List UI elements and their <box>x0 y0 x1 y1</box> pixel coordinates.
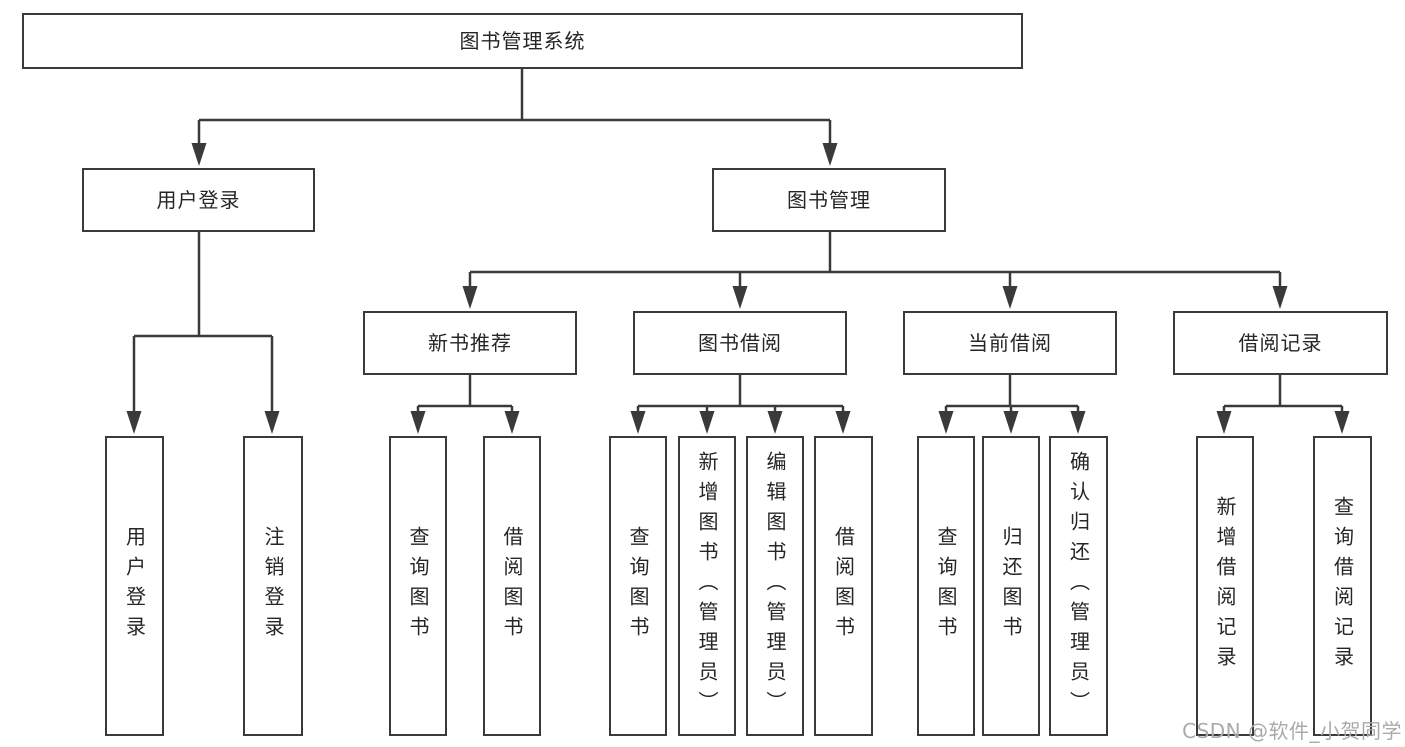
node-label: 用户登录 <box>156 188 241 212</box>
arrowheads <box>126 143 1350 434</box>
leaf-record-query-borrow-record: 查询借阅记录 <box>1313 436 1372 736</box>
leaf-recommend-query-books: 查询图书 <box>389 436 447 736</box>
leaf-user-login: 用户登录 <box>105 436 164 736</box>
leaf-label: 查询图书 <box>406 526 430 646</box>
leaf-logout-login: 注销登录 <box>243 436 303 736</box>
leaf-label: 查询图书 <box>934 526 958 646</box>
leaf-label: 查询借阅记录 <box>1330 496 1355 676</box>
leaf-borrow-borrow-books: 借阅图书 <box>814 436 873 736</box>
node-label: 借阅记录 <box>1238 331 1323 355</box>
node-label: 图书借阅 <box>698 331 782 355</box>
node-book-management: 图书管理 <box>712 168 946 232</box>
node-label: 当前借阅 <box>968 331 1052 355</box>
leaf-current-confirm-return-admin: 确认归还（管理员） <box>1049 436 1108 736</box>
leaf-record-add-borrow-record: 新增借阅记录 <box>1196 436 1254 736</box>
node-new-book-recommend: 新书推荐 <box>363 311 577 375</box>
leaf-label: 归还图书 <box>999 526 1023 646</box>
leaf-label: 借阅图书 <box>500 526 524 646</box>
leaf-label: 新增图书（管理员） <box>695 451 719 721</box>
leaf-borrow-add-books-admin: 新增图书（管理员） <box>678 436 736 736</box>
node-label: 新书推荐 <box>428 331 512 355</box>
leaf-label: 编辑图书（管理员） <box>763 451 787 721</box>
node-user-login: 用户登录 <box>82 168 315 232</box>
leaf-label: 确认归还（管理员） <box>1066 451 1091 721</box>
leaf-borrow-query-books: 查询图书 <box>609 436 667 736</box>
node-label: 图书管理系统 <box>459 29 586 53</box>
leaf-label: 注销登录 <box>261 526 285 646</box>
csdn-watermark: CSDN @软件_小贺同学 <box>1182 719 1402 743</box>
leaf-recommend-borrow-books: 借阅图书 <box>483 436 541 736</box>
leaf-label: 借阅图书 <box>831 526 856 646</box>
leaf-current-query-books: 查询图书 <box>917 436 975 736</box>
node-current-borrow: 当前借阅 <box>903 311 1117 375</box>
leaf-borrow-edit-books-admin: 编辑图书（管理员） <box>746 436 804 736</box>
leaf-label: 查询图书 <box>626 526 650 646</box>
node-library-management-system: 图书管理系统 <box>22 13 1023 69</box>
node-book-borrow: 图书借阅 <box>633 311 847 375</box>
leaf-label: 新增借阅记录 <box>1213 496 1237 676</box>
leaf-current-return-books: 归还图书 <box>982 436 1040 736</box>
node-borrow-record: 借阅记录 <box>1173 311 1388 375</box>
leaf-label: 用户登录 <box>122 526 147 646</box>
node-label: 图书管理 <box>787 188 871 212</box>
